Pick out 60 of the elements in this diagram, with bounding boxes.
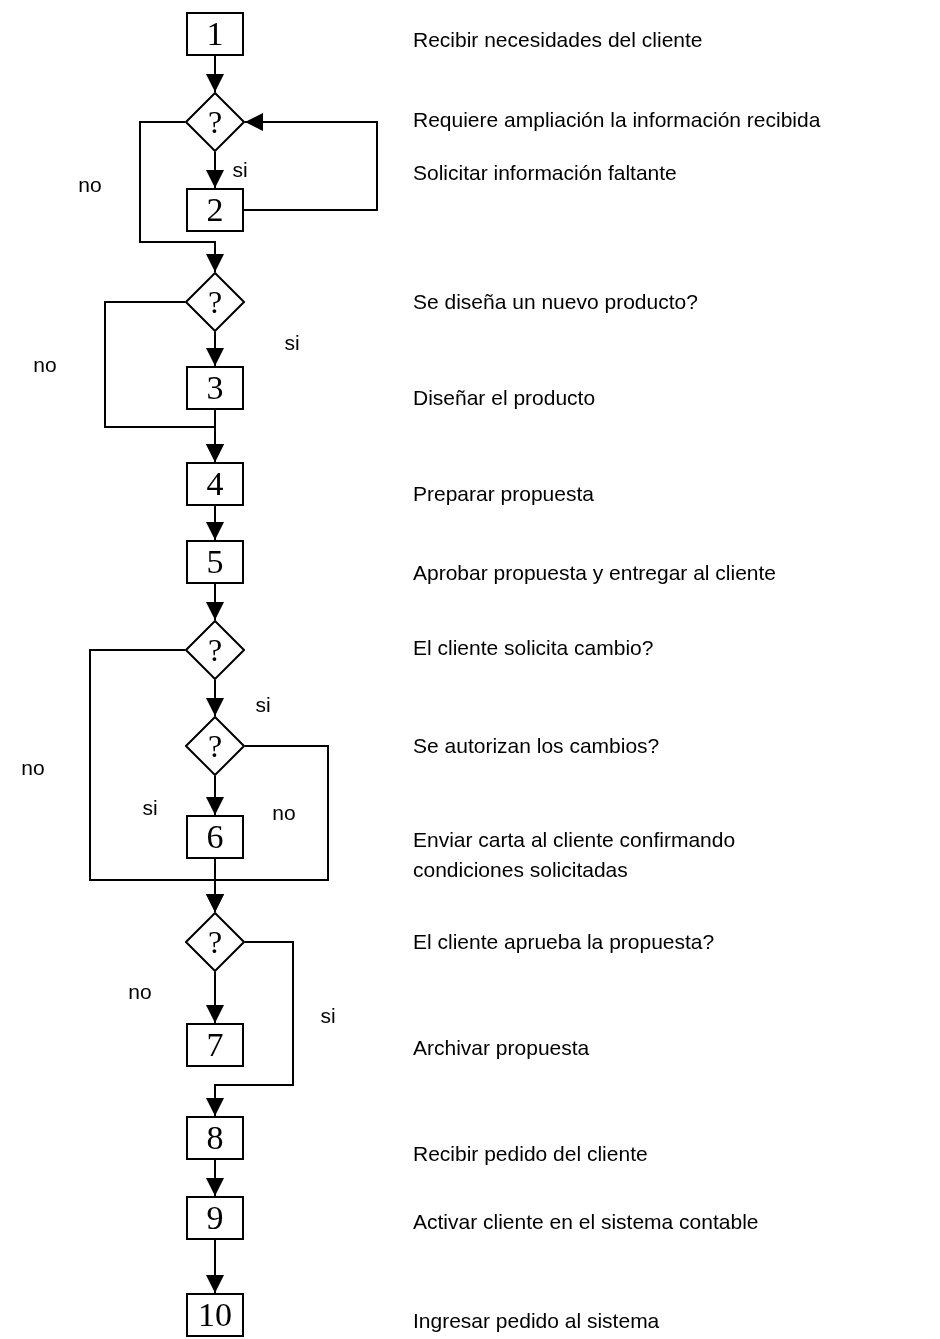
arrow xyxy=(206,1159,224,1197)
arrow xyxy=(206,583,224,621)
decision-diamond xyxy=(185,272,245,332)
step-box xyxy=(186,188,244,232)
step-number: 3 xyxy=(206,371,224,405)
step-number: 10 xyxy=(198,1298,232,1332)
arrow xyxy=(206,858,224,913)
step-number: 8 xyxy=(206,1121,224,1155)
arrow xyxy=(206,151,224,189)
step-description: Se autorizan los cambios? xyxy=(413,733,660,759)
arrow xyxy=(206,505,224,541)
arrow xyxy=(206,1239,224,1294)
step-box xyxy=(186,366,244,410)
decision-diamond xyxy=(185,716,245,776)
decision-diamond xyxy=(185,912,245,972)
question-mark: ? xyxy=(207,106,223,138)
arrow xyxy=(206,331,224,367)
step-description: Requiere ampliación la información recibida xyxy=(413,107,821,133)
arrow xyxy=(206,409,224,463)
arrow xyxy=(206,971,224,1024)
arrow xyxy=(206,55,224,93)
decision-diamond xyxy=(185,620,245,680)
step-description: El cliente solicita cambio? xyxy=(413,635,654,661)
step-description: Enviar carta al cliente confirmando condiciones solicitadas xyxy=(413,827,737,883)
step-number: 1 xyxy=(206,17,224,51)
step-number: 7 xyxy=(206,1028,224,1062)
step-number: 2 xyxy=(206,193,224,227)
step-description: Recibir pedido del cliente xyxy=(413,1141,648,1167)
step-description: Recibir necesidades del cliente xyxy=(413,27,703,53)
step-description: Preparar propuesta xyxy=(413,481,594,507)
step-description: Se diseña un nuevo producto? xyxy=(413,289,698,315)
question-mark: ? xyxy=(207,926,223,958)
step-description: Ingresar pedido al sistema xyxy=(413,1308,660,1334)
step-box xyxy=(186,1196,244,1240)
step-box xyxy=(186,540,244,584)
step-box xyxy=(186,815,244,859)
step-description: Activar cliente en el sistema contable xyxy=(413,1209,759,1235)
step-box xyxy=(186,1116,244,1160)
decision-diamond xyxy=(185,92,245,152)
step-box xyxy=(186,1293,244,1337)
arrow xyxy=(206,775,224,816)
step-description: Archivar propuesta xyxy=(413,1035,590,1061)
step-number: 6 xyxy=(206,820,224,854)
arrow xyxy=(243,113,378,211)
step-number: 5 xyxy=(206,545,224,579)
step-box xyxy=(186,462,244,506)
step-box xyxy=(186,12,244,56)
step-number: 4 xyxy=(206,467,224,501)
step-description: Solicitar información faltante xyxy=(413,160,677,186)
step-description: El cliente aprueba la propuesta? xyxy=(413,929,715,955)
step-box xyxy=(186,1023,244,1067)
arrow xyxy=(206,941,294,1117)
question-mark: ? xyxy=(207,730,223,762)
step-number: 9 xyxy=(206,1201,224,1235)
step-description: Aprobar propuesta y entregar al cliente xyxy=(413,560,777,586)
step-description: Diseñar el producto xyxy=(413,385,596,411)
question-mark: ? xyxy=(207,634,223,666)
question-mark: ? xyxy=(207,286,223,318)
arrow xyxy=(206,679,224,717)
arrow xyxy=(139,121,224,273)
